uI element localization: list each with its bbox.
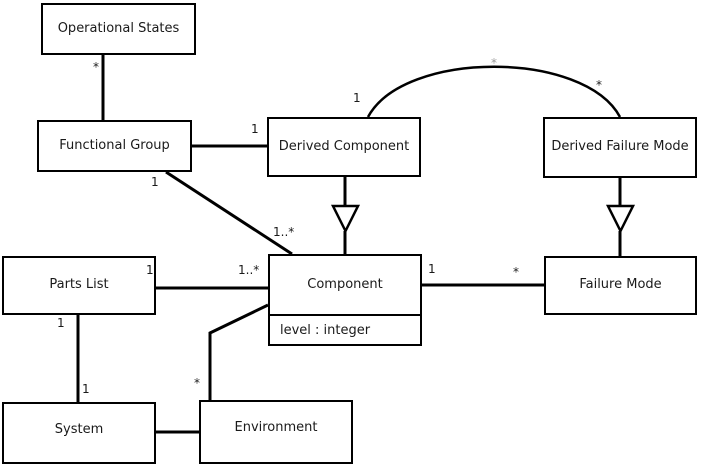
class-name-environment: Environment (234, 419, 318, 435)
multiplicity-parts-list-system-far: 1 (82, 382, 90, 396)
class-derived-component[interactable]: Derived Component (267, 117, 421, 177)
edge-functional-group-component (165, 170, 293, 256)
class-attribute-component-level: level : integer (270, 314, 420, 344)
edge-derived-component-derived-failure-mode (366, 65, 622, 118)
class-parts-list[interactable]: Parts List (2, 256, 156, 315)
generalization-triangle-failure-mode (605, 204, 636, 234)
multiplicity-parts-list-system-near: 1 (57, 316, 65, 330)
multiplicity-functional-group-component-far: 1..* (273, 225, 295, 239)
class-failure-mode[interactable]: Failure Mode (544, 256, 697, 315)
class-name-parts-list: Parts List (49, 277, 109, 293)
class-operational-states[interactable]: Operational States (41, 3, 196, 55)
class-environment[interactable]: Environment (199, 400, 353, 464)
class-name-derived-component: Derived Component (278, 138, 410, 154)
multiplicity-component-failure-mode-near: 1 (428, 262, 436, 276)
multiplicity-derived-component-arc-start: 1 (353, 91, 361, 105)
class-name-operational-states: Operational States (57, 20, 180, 36)
generalization-triangle-component (330, 204, 361, 234)
multiplicity-arc-end-derived-failure-mode: * (596, 78, 602, 92)
class-component[interactable]: Component level : integer (268, 254, 422, 346)
class-name-failure-mode: Failure Mode (579, 277, 662, 293)
multiplicity-parts-list-component-near: 1 (146, 263, 154, 277)
multiplicity-functional-group-component-near: 1 (151, 175, 159, 189)
class-functional-group[interactable]: Functional Group (37, 120, 192, 172)
multiplicity-arc-apex: * (491, 56, 497, 70)
multiplicity-functional-group-derived-component: 1 (251, 122, 259, 136)
multiplicity-operational-states-functional-group: * (93, 60, 99, 74)
class-name-component: Component (307, 276, 383, 292)
class-name-derived-failure-mode: Derived Failure Mode (551, 139, 689, 155)
multiplicity-component-failure-mode-far: * (513, 265, 519, 279)
class-name-functional-group: Functional Group (59, 137, 170, 153)
class-name-system: System (54, 421, 104, 437)
multiplicity-parts-list-component-far: 1..* (238, 263, 260, 277)
class-derived-failure-mode[interactable]: Derived Failure Mode (543, 117, 697, 178)
edge-component-environment (208, 303, 269, 400)
multiplicity-component-environment: * (194, 376, 200, 390)
class-system[interactable]: System (2, 402, 156, 464)
